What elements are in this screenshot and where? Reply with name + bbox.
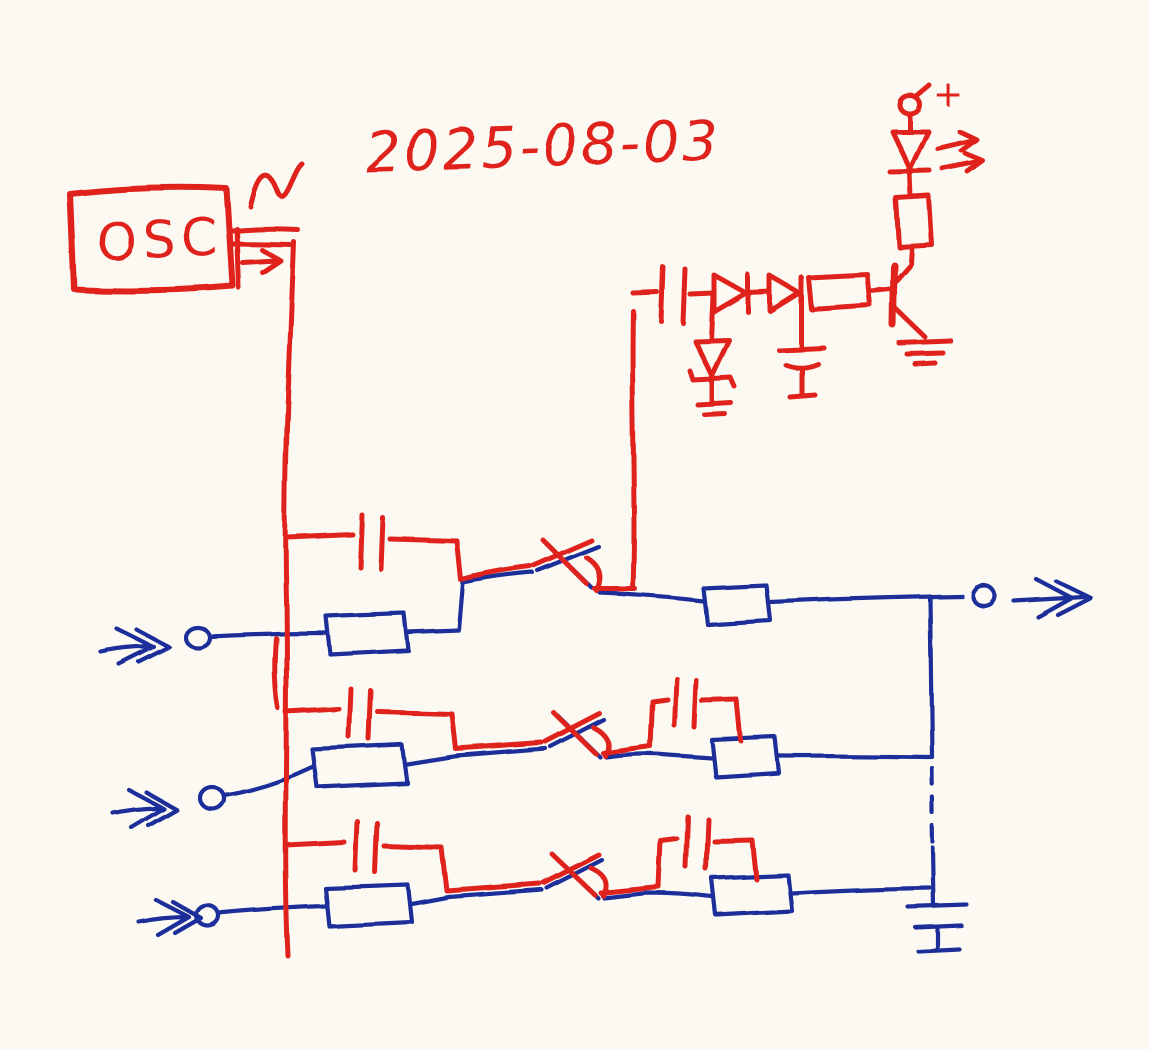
output-arrow-icon xyxy=(1011,576,1094,620)
ch2-switch-red xyxy=(543,710,653,759)
ch1-post-switch-wire xyxy=(597,590,706,604)
oscillator-box-retrace xyxy=(234,226,242,291)
ch3-switch-red xyxy=(541,851,662,899)
ch2-output-wire xyxy=(776,753,933,760)
ch2-input-wire xyxy=(221,764,315,798)
ch2-series-resistor xyxy=(309,742,410,790)
date-label: 2025-08-03 xyxy=(364,109,722,186)
detector-feed-wire xyxy=(630,308,637,592)
bus-ground-capacitor xyxy=(905,902,970,930)
ch3-mix-resistor xyxy=(709,872,795,918)
oscillator-output-stubs xyxy=(230,226,301,248)
ch2-bypass-tap xyxy=(283,706,342,715)
transistor-emitter xyxy=(893,306,928,340)
ch1-bypass-capacitor xyxy=(357,512,386,572)
summing-bus-upper xyxy=(927,594,935,760)
oscillator-box xyxy=(67,184,236,294)
ch3-input-wire xyxy=(215,903,328,916)
ch2-bypass-wires xyxy=(375,709,545,752)
ch1-series-resistor xyxy=(323,610,411,657)
ch2-mix-resistor xyxy=(709,734,782,780)
ch2-coupling-capacitor xyxy=(647,675,744,749)
ch2-post-switch-wire xyxy=(603,751,715,761)
ch1-input-wire xyxy=(206,630,329,639)
shunt-diode-ground-icon xyxy=(695,377,734,418)
input1-terminal xyxy=(182,624,212,650)
transistor-collector xyxy=(894,243,915,283)
led-resistor xyxy=(893,193,935,250)
supply-plus-label: + xyxy=(933,74,963,115)
sine-wave-icon xyxy=(248,161,305,210)
output-terminal xyxy=(970,583,998,609)
led-cathode-wire xyxy=(907,170,914,200)
transistor-base-bar xyxy=(889,261,898,329)
ch3-coupling-capacitor xyxy=(656,814,759,890)
shunt-diode xyxy=(687,292,738,390)
led-emission-arrows xyxy=(935,129,986,175)
ch1-bypass-tap xyxy=(284,531,355,540)
ch3-output-wire xyxy=(789,885,933,896)
oscillator-bus-retrace xyxy=(272,635,281,711)
ch1-mix-resistor xyxy=(700,582,773,627)
red-ink-layer xyxy=(67,82,986,959)
ch3-wire-to-switch xyxy=(409,894,452,907)
input1-arrow-icon xyxy=(98,626,172,667)
oscillator-bus xyxy=(282,239,297,959)
oscillator-label: OSC xyxy=(95,208,225,272)
transistor-ground-icon xyxy=(896,338,954,367)
bus-ground-icon xyxy=(915,925,962,954)
input2-arrow-icon xyxy=(110,787,179,830)
summing-bus-lower xyxy=(930,845,937,909)
ch2-bypass-capacitor xyxy=(346,686,374,742)
input2-terminal xyxy=(197,784,227,812)
detector-diode-1 xyxy=(711,272,773,315)
ch2-wire-to-switch xyxy=(404,753,460,767)
filter-capacitor-ground-icon xyxy=(787,365,818,400)
input3-arrow-icon xyxy=(136,897,204,938)
ch3-bypass-capacitor xyxy=(352,818,380,875)
filter-capacitor xyxy=(776,309,827,371)
ch3-bypass-wires xyxy=(381,843,543,894)
detector-coupling-capacitor xyxy=(630,264,717,326)
ch3-series-resistor xyxy=(322,882,415,929)
led-icon xyxy=(887,128,933,175)
supply-terminal-stub xyxy=(913,82,932,99)
blue-ink-layer xyxy=(98,542,1094,954)
ch1-switch-red xyxy=(531,537,638,594)
ch3-bypass-tap xyxy=(283,839,347,848)
ch3-post-switch-wire xyxy=(601,890,715,901)
ch1-output-wire xyxy=(767,593,965,605)
handwritten-labels: OSC 2025-08-03 + xyxy=(95,74,963,273)
oscillator-arrow-icon xyxy=(240,247,284,276)
detector-resistor xyxy=(805,271,894,312)
ch1-bypass-wires xyxy=(387,536,534,583)
detector-diode-2 xyxy=(767,273,804,314)
ch1-wire-to-switch xyxy=(405,570,536,635)
summing-bus-dashed xyxy=(929,765,936,851)
